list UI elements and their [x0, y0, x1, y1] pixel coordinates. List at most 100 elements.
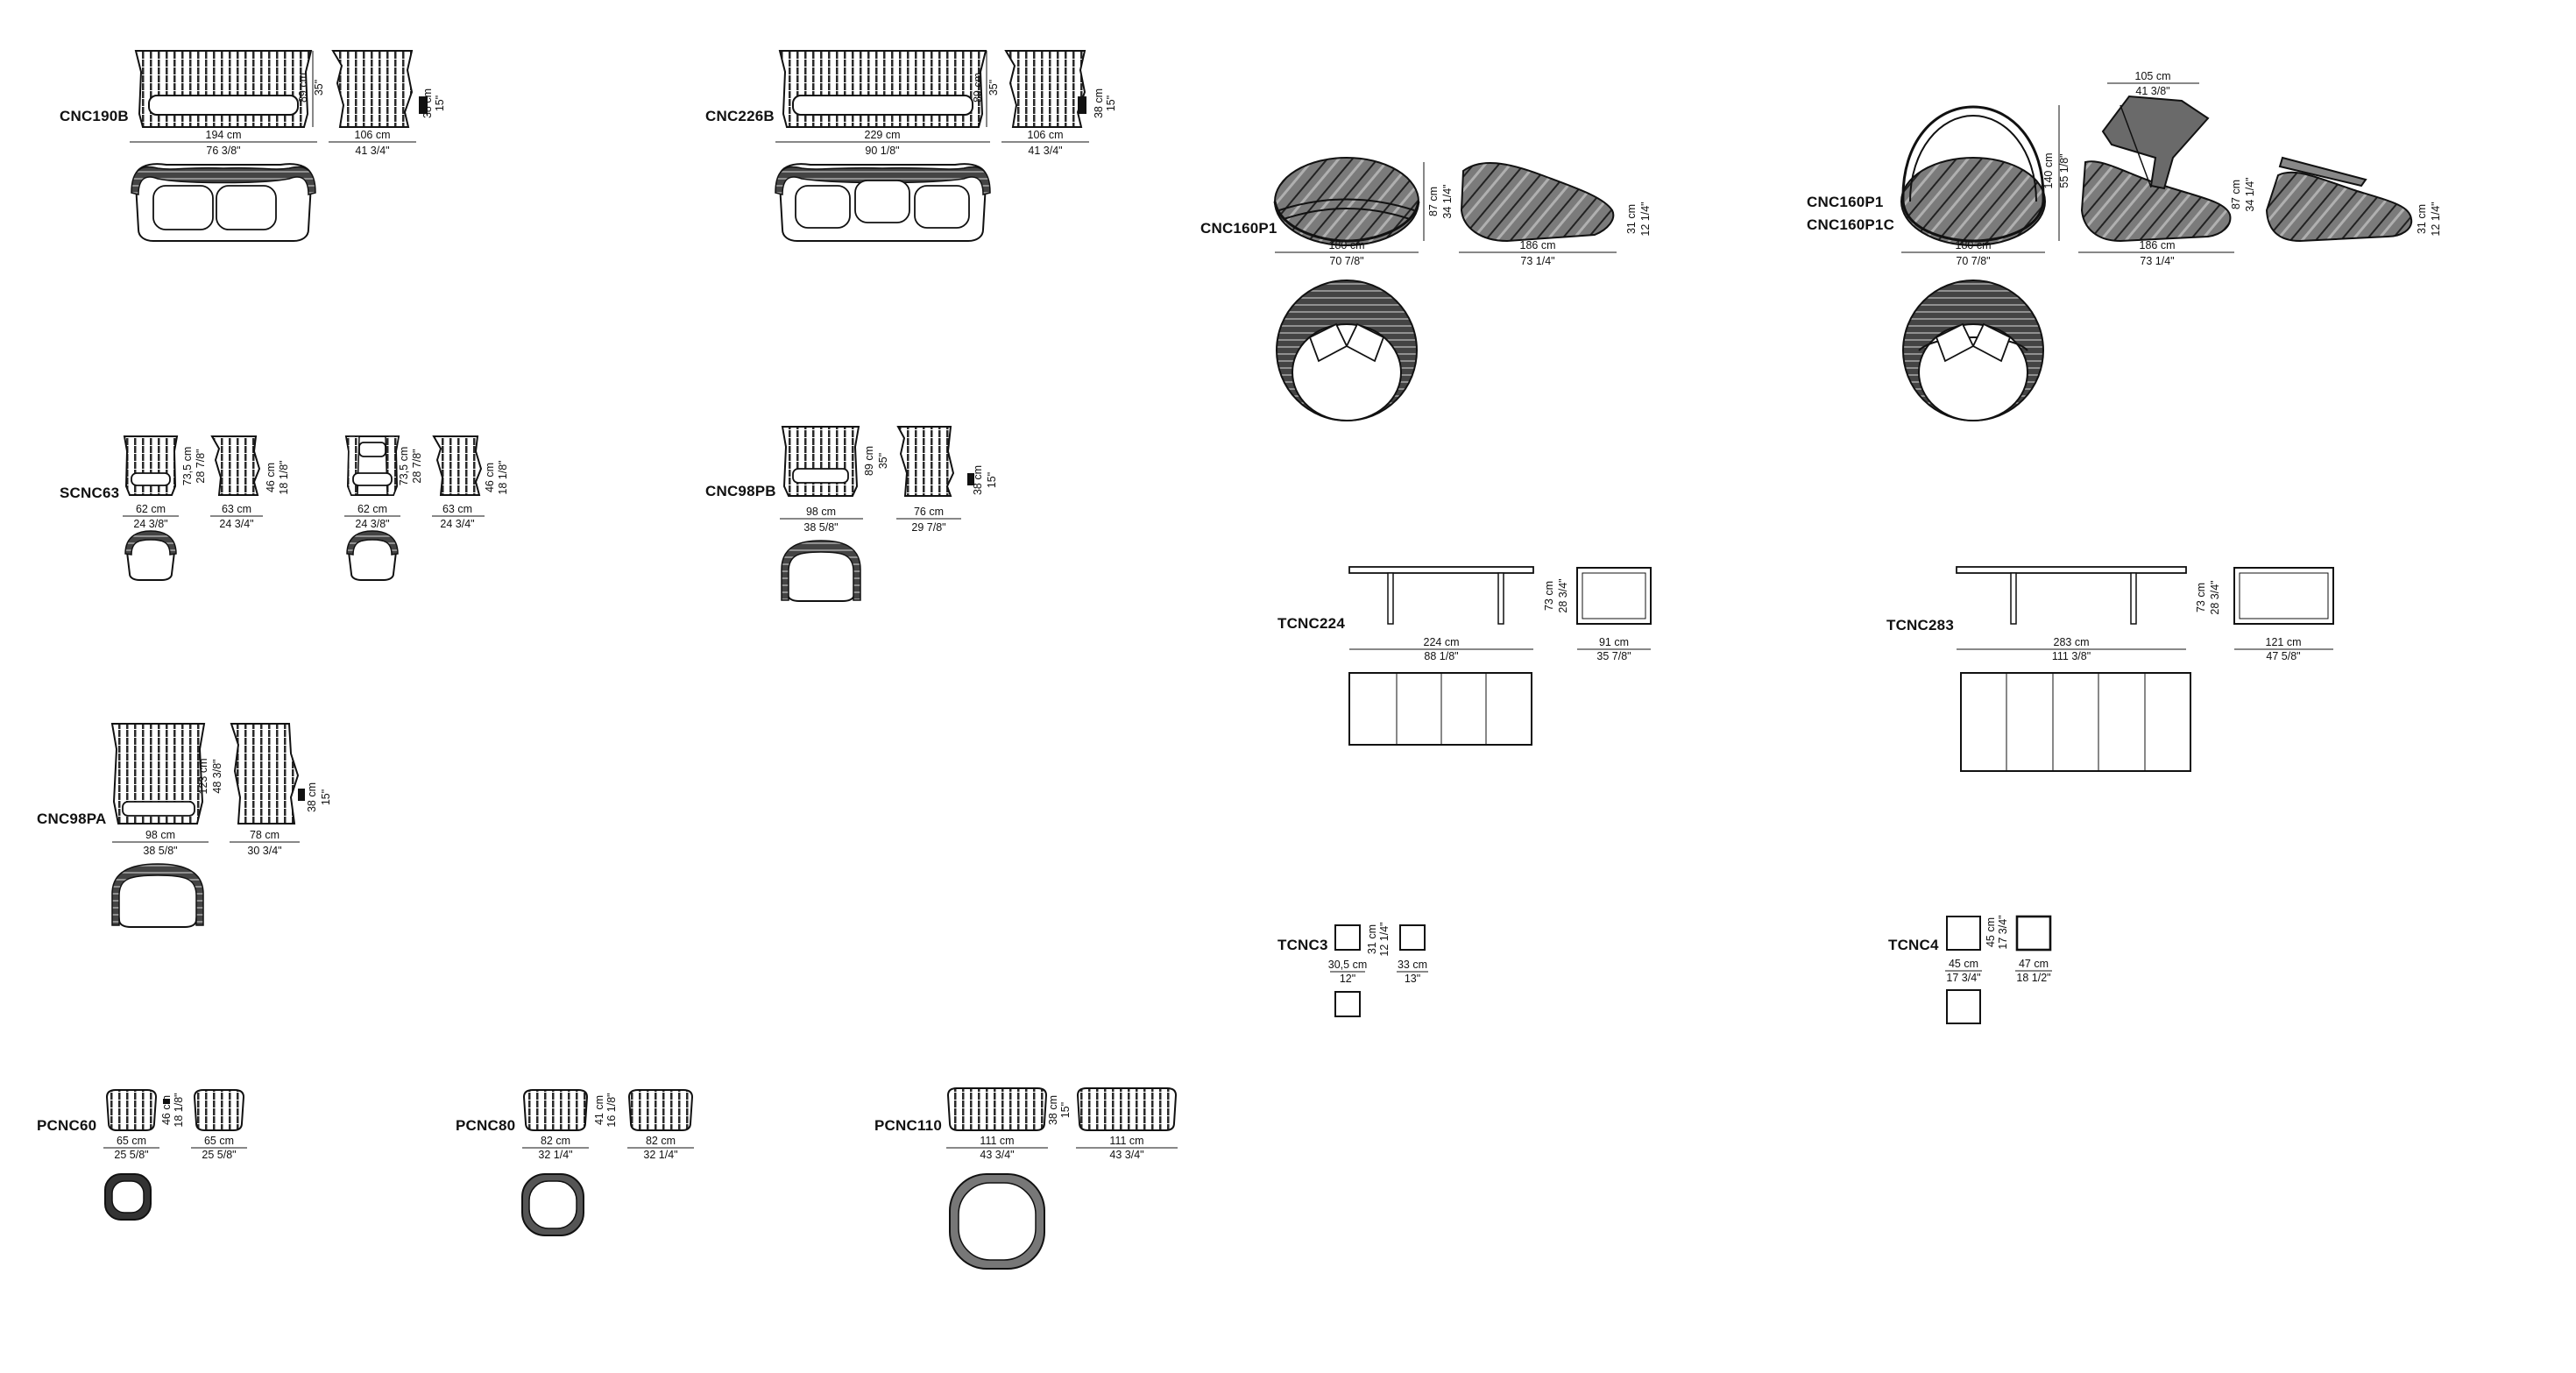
- chair-front-view: [110, 723, 206, 825]
- dim-width-cm: 180 cm: [1329, 239, 1365, 251]
- canopy-arc: [1901, 105, 2045, 202]
- dim-depth-cm-alt: 63 cm: [442, 503, 472, 515]
- canopy-arc: [1918, 336, 2028, 351]
- product-code: TCNC3: [1277, 937, 1328, 953]
- chair-side-view: [230, 723, 300, 825]
- seat-cushion: [131, 472, 171, 486]
- dim-seat-in: 12 1/4": [1639, 202, 1652, 236]
- side-table-top-view: [1946, 989, 1981, 1024]
- seat-height-marker: [163, 1099, 170, 1104]
- pouf-front-view: [522, 1089, 589, 1131]
- dim-width-in: 47 5/8": [2266, 650, 2300, 662]
- table-leg: [2130, 572, 2137, 625]
- dim-width-in: 12": [1340, 973, 1355, 985]
- dim-seat-in: 15": [1105, 96, 1117, 111]
- dim-width-in: 38 5/8": [803, 521, 838, 534]
- table-top-view: [1348, 672, 1532, 746]
- dim-height-in: 48 3/8": [211, 759, 223, 793]
- dim-width-in: 17 3/4": [1946, 972, 1980, 984]
- dim-depth-in: 43 3/4": [1109, 1149, 1143, 1161]
- dim-back-cm: 87 cm: [2230, 180, 2242, 209]
- dim-seat-in-alt: 18 1/8": [497, 460, 509, 494]
- back-cushion: [914, 185, 970, 229]
- dim-width-cm: 82 cm: [541, 1135, 570, 1147]
- dim-seat-cm: 38 cm: [306, 782, 318, 812]
- sofa-side-view: [331, 50, 414, 128]
- dim-depth-cm: 78 cm: [250, 829, 280, 841]
- dim-height-in: 15": [1059, 1102, 1072, 1118]
- dim-width-cm: 62 cm: [136, 503, 166, 515]
- pillow: [1345, 322, 1385, 363]
- product-code: PCNC60: [37, 1117, 96, 1134]
- open-canopy: [2101, 95, 2210, 190]
- dim-depth-in: 41 3/4": [1028, 145, 1062, 157]
- daybed-base-curve: [1273, 201, 1420, 243]
- dim-width-cm: 194 cm: [206, 129, 242, 141]
- dim-height-in: 55 1/8": [2058, 153, 2070, 188]
- table-slats: [2006, 673, 2146, 771]
- item-cnc190b: CNC190B 194 cm 76 3/8" 106 cm 41 3/4" 89…: [60, 50, 446, 242]
- item-cnc160p1: CNC160P1 180 cm 70 7/8" 87 cm 34 1/4" 18…: [1200, 157, 1652, 421]
- table-side-inner: [1582, 572, 1646, 619]
- dim-height-in: 18 1/8": [173, 1093, 185, 1127]
- dim-height-in: 17 3/4": [1997, 915, 2009, 949]
- dim-width-in: 38 5/8": [143, 845, 177, 857]
- dim-depth-cm: 63 cm: [222, 503, 251, 515]
- backrest-band: [131, 166, 316, 195]
- canopy-arc: [1909, 114, 2037, 202]
- dim-width-in: 43 3/4": [980, 1149, 1014, 1161]
- dim-width-in: 32 1/4": [538, 1149, 572, 1161]
- dim-length-cm: 224 cm: [1424, 636, 1460, 648]
- product-code: CNC98PA: [37, 810, 107, 827]
- dim-seat-cm: 38 cm: [1093, 88, 1105, 118]
- dim-width-cm: 180 cm: [1956, 239, 1992, 251]
- dim-seat-in: 15": [986, 472, 998, 488]
- dim-width-cm: 121 cm: [2266, 636, 2302, 648]
- dim-width-cm: 30,5 cm: [1328, 959, 1367, 971]
- dim-depth-in: 13": [1405, 973, 1420, 985]
- dim-depth-in: 29 7/8": [911, 521, 945, 534]
- back-cushion: [216, 185, 277, 230]
- dim-height-cm: 123 cm: [197, 759, 209, 795]
- dim-width-cm: 65 cm: [117, 1135, 146, 1147]
- product-code-alt: CNC160P1C: [1807, 216, 1894, 233]
- dim-height-cm: 89 cm: [863, 446, 875, 476]
- chair-side-view: [210, 435, 261, 496]
- backrest-band: [111, 863, 204, 926]
- dim-seat-cm: 38 cm: [421, 88, 434, 118]
- chair-side-view-alt: [432, 435, 483, 496]
- side-table-side-view: [1399, 924, 1426, 951]
- side-table-front-view: [1946, 916, 1981, 951]
- dim-canopy-cm: 105 cm: [2135, 70, 2171, 82]
- daybed-mattress: [1292, 323, 1402, 421]
- dim-width-cm: 45 cm: [1949, 958, 1978, 970]
- side-table-side-view: [2015, 915, 2052, 952]
- table-slats: [1396, 673, 1487, 745]
- dim-depth-cm: 65 cm: [204, 1135, 234, 1147]
- table-leg: [1497, 572, 1504, 625]
- item-cnc226b: CNC226B 229 cm 90 1/8" 106 cm 41 3/4" 89…: [705, 50, 1117, 242]
- product-code: CNC226B: [705, 108, 775, 124]
- dim-height-cm-alt: 73,5 cm: [398, 447, 410, 485]
- table-top-view: [1960, 672, 2191, 772]
- dim-depth-in: 25 5/8": [202, 1149, 236, 1161]
- pouf-top-center: [111, 1180, 145, 1214]
- item-tcnc283: TCNC283 283 cm 111 3/8" 73 cm 28 3/4" 12…: [1886, 566, 2334, 772]
- dim-seat-in: 12 1/4": [2430, 202, 2442, 236]
- tabletop-front: [1956, 566, 2187, 574]
- dim-width-in: 90 1/8": [865, 145, 899, 157]
- product-code: PCNC110: [874, 1117, 942, 1134]
- product-code: TCNC283: [1886, 617, 1954, 633]
- backrest-band: [124, 530, 177, 556]
- dim-height-in: 35": [313, 80, 325, 96]
- item-tcnc3: TCNC3 30,5 cm 12" 31 cm 12 1/4" 33 cm 13…: [1277, 922, 1428, 1017]
- table-side-inner: [2239, 572, 2329, 619]
- seat-height-marker: [1078, 96, 1086, 114]
- item-pcnc110: PCNC110 111 cm 43 3/4" 38 cm 15" 111 cm …: [874, 1087, 1178, 1270]
- dim-height-in: 34 1/4": [1441, 184, 1454, 218]
- dim-depth-cm: 106 cm: [355, 129, 391, 141]
- dim-height-cm: 89 cm: [297, 73, 309, 103]
- dim-width-cm: 229 cm: [865, 129, 901, 141]
- dim-length-cm: 283 cm: [2054, 636, 2090, 648]
